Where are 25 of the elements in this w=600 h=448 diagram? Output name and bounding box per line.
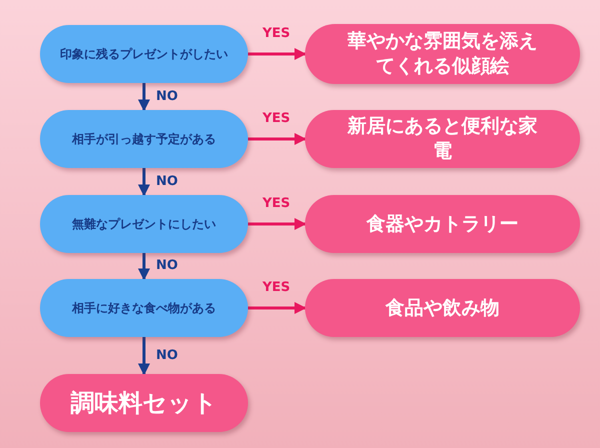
edge-label: YES <box>262 196 290 211</box>
question-box: 相手が引っ越す予定がある <box>40 110 248 168</box>
answer-box: 華やかな雰囲気を添えてくれる似顔絵 <box>305 24 580 84</box>
arrow <box>138 83 150 112</box>
edge-label: NO <box>156 88 178 104</box>
answer-box: 調味料セット <box>40 374 248 432</box>
arrow <box>138 337 150 376</box>
edge-label: YES <box>262 111 290 126</box>
edge-label: NO <box>156 174 178 188</box>
edge-label: YES <box>262 26 290 41</box>
edge-label: NO <box>156 258 178 273</box>
arrow <box>248 302 306 314</box>
question-box: 相手に好きな食べ物がある <box>40 279 248 337</box>
arrow <box>248 48 306 60</box>
arrow <box>248 133 306 145</box>
question-box: 印象に残るプレゼントがしたい <box>40 25 248 83</box>
answer-box: 食品や飲み物 <box>305 279 580 337</box>
question-box: 無難なプレゼントにしたい <box>40 195 248 253</box>
edge-label: YES <box>262 280 290 295</box>
arrow <box>138 253 150 280</box>
arrow <box>138 168 150 196</box>
edge-label: NO <box>156 348 178 362</box>
answer-box: 食器やカトラリー <box>305 195 580 253</box>
answer-box: 新居にあると便利な家電 <box>305 110 580 168</box>
arrow <box>248 218 306 230</box>
